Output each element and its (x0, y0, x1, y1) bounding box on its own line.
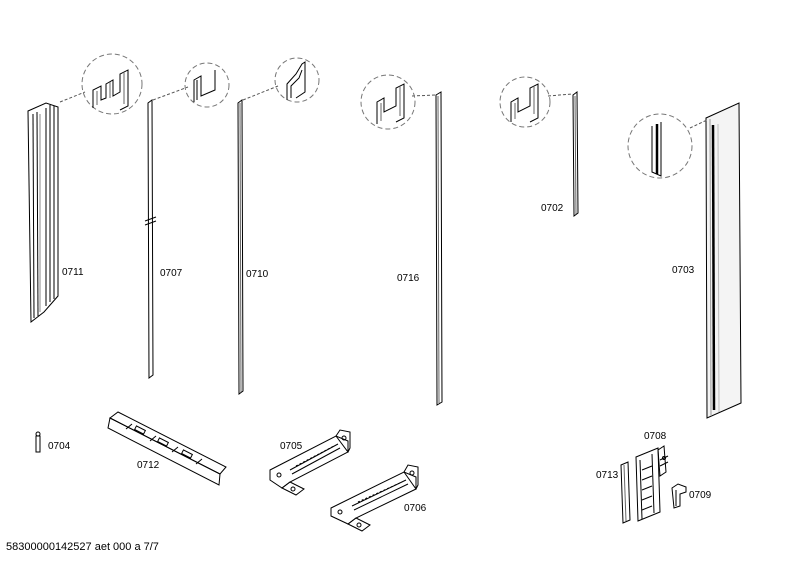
label-0708: 0708 (644, 431, 667, 442)
label-0710: 0710 (246, 269, 269, 280)
detail-callout-0707 (152, 62, 230, 108)
part-0707-strip[interactable] (144, 99, 157, 379)
label-0711: 0711 (62, 267, 84, 278)
part-0705-bracket[interactable] (269, 429, 351, 496)
part-0706-bracket[interactable] (330, 464, 419, 532)
part-0704-pin[interactable] (35, 431, 41, 453)
label-0702: 0702 (541, 203, 564, 214)
label-0705: 0705 (280, 441, 303, 452)
part-0716-strip[interactable] (435, 91, 443, 406)
document-id: 58300000142527 aet 000 a 7/7 (6, 541, 159, 553)
detail-callout-0702 (499, 76, 573, 128)
part-0713-post[interactable] (620, 461, 631, 524)
label-0709: 0709 (689, 490, 712, 501)
part-0702-strip[interactable] (572, 91, 579, 217)
detail-callout-0711 (59, 53, 143, 115)
label-0713: 0713 (596, 470, 619, 481)
part-0708-assembly[interactable] (635, 445, 669, 522)
label-0707: 0707 (160, 268, 183, 279)
label-0706: 0706 (404, 503, 427, 514)
label-0704: 0704 (48, 441, 71, 452)
part-0711-profile[interactable] (27, 102, 59, 324)
detail-callout-0710 (242, 57, 320, 103)
label-0703: 0703 (672, 265, 695, 276)
label-0712: 0712 (137, 460, 160, 471)
part-0712-rail[interactable] (107, 411, 227, 486)
label-0716: 0716 (397, 273, 420, 284)
part-0710-strip[interactable] (237, 99, 244, 395)
part-0703-panel[interactable] (705, 102, 742, 419)
detail-callout-0716 (360, 74, 437, 130)
detail-callout-0703 (627, 113, 708, 179)
part-0709-clip[interactable] (671, 483, 687, 509)
